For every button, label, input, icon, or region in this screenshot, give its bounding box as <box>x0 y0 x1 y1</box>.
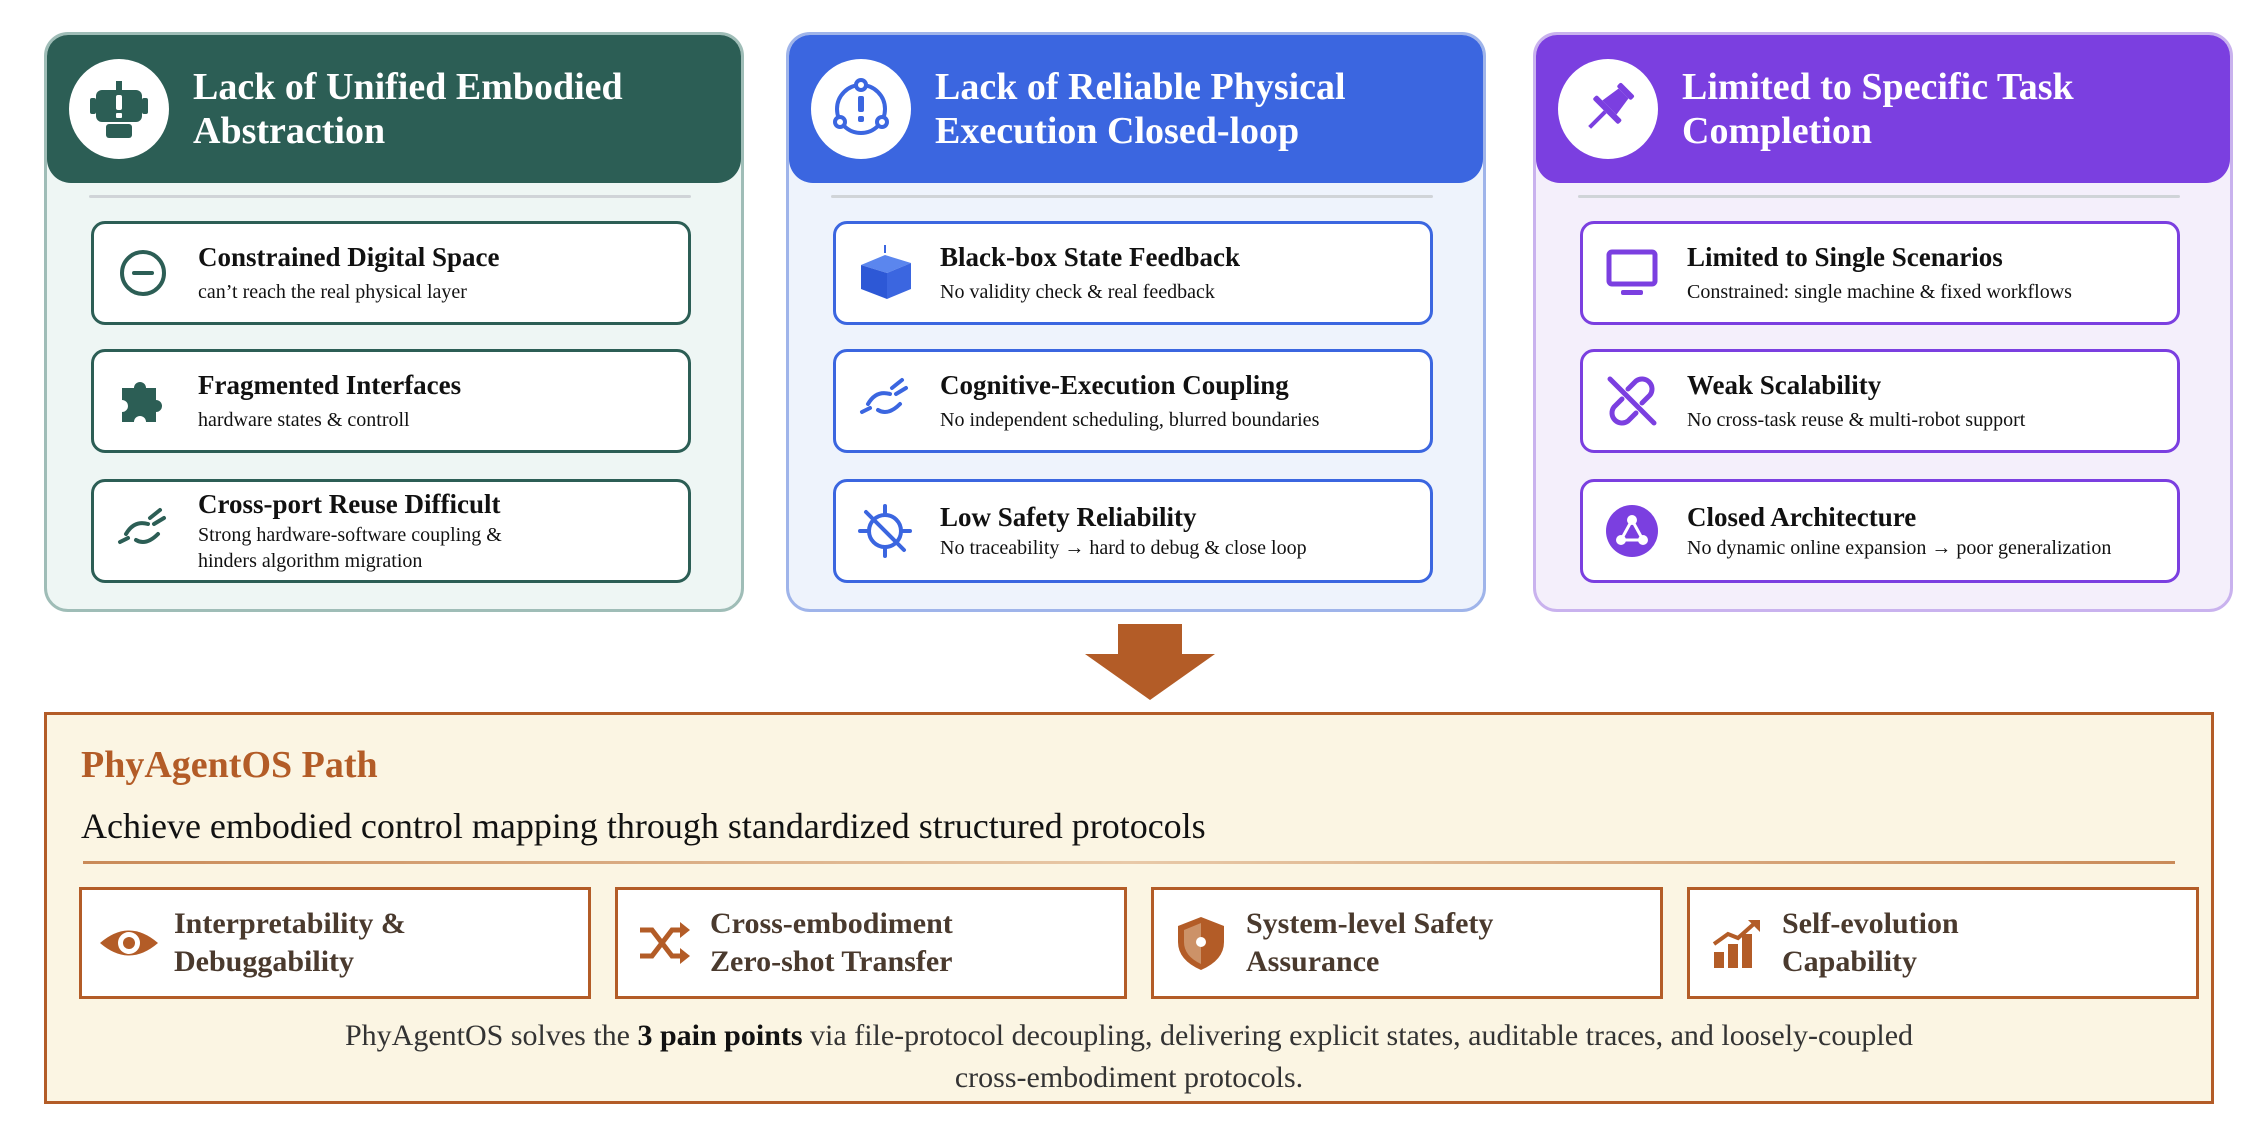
problem-panel-execution-loop: Lack of Reliable Physical Execution Clos… <box>786 32 1486 612</box>
down-arrow-icon <box>1085 624 1215 700</box>
item-title: Closed Architecture <box>1687 502 1917 532</box>
feature-card: Self-evolution Capability <box>1687 887 2199 999</box>
minus-circle-icon <box>110 240 176 306</box>
item-desc: No traceability → hard to debug & close … <box>940 537 1307 559</box>
feature-label: Cross-embodiment Zero-shot Transfer <box>710 907 953 978</box>
item-title: Weak Scalability <box>1687 370 1882 400</box>
problem-item: Cognitive-Execution Coupling No independ… <box>833 349 1433 453</box>
problem-panel-specific-task: Limited to Specific Task Completion Limi… <box>1533 32 2233 612</box>
broken-link-icon <box>1599 368 1665 434</box>
problem-item: Constrained Digital Space can’t reach th… <box>91 221 691 325</box>
feature-label: Self-evolution Capability <box>1782 907 1959 978</box>
item-title: Constrained Digital Space <box>198 242 500 272</box>
panel-header: Lack of Reliable Physical Execution Clos… <box>789 35 1483 183</box>
problem-panel-unified-abstraction: Lack of Unified Embodied Abstraction Con… <box>44 32 744 612</box>
network-icon <box>1599 498 1665 564</box>
shuffle-icon <box>632 910 698 976</box>
panel-title: Lack of Unified Embodied Abstraction <box>193 66 623 152</box>
item-title: Limited to Single Scenarios <box>1687 242 2003 272</box>
problem-item: Fragmented Interfaces hardware states & … <box>91 349 691 453</box>
plug-link-icon <box>110 498 176 564</box>
problem-item: Low Safety Reliability No traceability →… <box>833 479 1433 583</box>
item-desc: No validity check & real feedback <box>940 281 1215 303</box>
item-desc: can’t reach the real physical layer <box>198 281 467 303</box>
item-title: Cognitive-Execution Coupling <box>940 370 1289 400</box>
problem-item: Cross-port Reuse Difficult Strong hardwa… <box>91 479 691 583</box>
panel-title: Limited to Specific Task Completion <box>1682 66 2074 152</box>
puzzle-icon <box>110 368 176 434</box>
item-title: Black-box State Feedback <box>940 242 1240 272</box>
problem-item: Weak Scalability No cross-task reuse & m… <box>1580 349 2180 453</box>
solution-title: PhyAgentOS Path <box>81 744 378 786</box>
item-title: Low Safety Reliability <box>940 502 1197 532</box>
item-desc: Constrained: single machine & fixed work… <box>1687 281 2072 303</box>
divider <box>1578 195 2180 198</box>
feature-label: System-level Safety Assurance <box>1246 907 1494 978</box>
feature-card: Cross-embodiment Zero-shot Transfer <box>615 887 1127 999</box>
growth-chart-icon <box>1704 910 1770 976</box>
panel-header: Lack of Unified Embodied Abstraction <box>47 35 741 183</box>
divider <box>831 195 1433 198</box>
item-title: Fragmented Interfaces <box>198 370 462 400</box>
item-title: Cross-port Reuse Difficult <box>198 489 501 519</box>
plug-link-icon <box>852 368 918 434</box>
problem-item: Closed Architecture No dynamic online ex… <box>1580 479 2180 583</box>
feature-label: Interpretability & Debuggability <box>174 907 406 978</box>
shield-icon <box>1168 910 1234 976</box>
item-desc: No dynamic online expansion → poor gener… <box>1687 537 2112 559</box>
problem-item: Black-box State Feedback No validity che… <box>833 221 1433 325</box>
pushpin-icon <box>1558 59 1658 159</box>
solution-summary: PhyAgentOS solves the 3 pain points via … <box>344 1019 1914 1094</box>
solution-subtitle: Achieve embodied control mapping through… <box>81 806 1206 846</box>
monitor-icon <box>1599 240 1665 306</box>
feature-card: Interpretability & Debuggability <box>79 887 591 999</box>
panel-header: Limited to Specific Task Completion <box>1536 35 2230 183</box>
disabled-target-icon <box>852 498 918 564</box>
box-icon <box>852 240 918 306</box>
item-desc: No cross-task reuse & multi-robot suppor… <box>1687 409 2026 431</box>
problem-item: Limited to Single Scenarios Constrained:… <box>1580 221 2180 325</box>
panel-title: Lack of Reliable Physical Execution Clos… <box>935 66 1346 152</box>
feature-card: System-level Safety Assurance <box>1151 887 1663 999</box>
divider <box>89 195 691 198</box>
item-desc: Strong hardware-software coupling & hind… <box>198 524 502 572</box>
solution-box: PhyAgentOS Path Achieve embodied control… <box>44 712 2214 1104</box>
eye-icon <box>96 910 162 976</box>
divider <box>83 861 2175 864</box>
robot-alert-icon <box>69 59 169 159</box>
item-desc: No independent scheduling, blurred bound… <box>940 409 1320 431</box>
cycle-alert-icon <box>811 59 911 159</box>
item-desc: hardware states & controll <box>198 409 410 431</box>
